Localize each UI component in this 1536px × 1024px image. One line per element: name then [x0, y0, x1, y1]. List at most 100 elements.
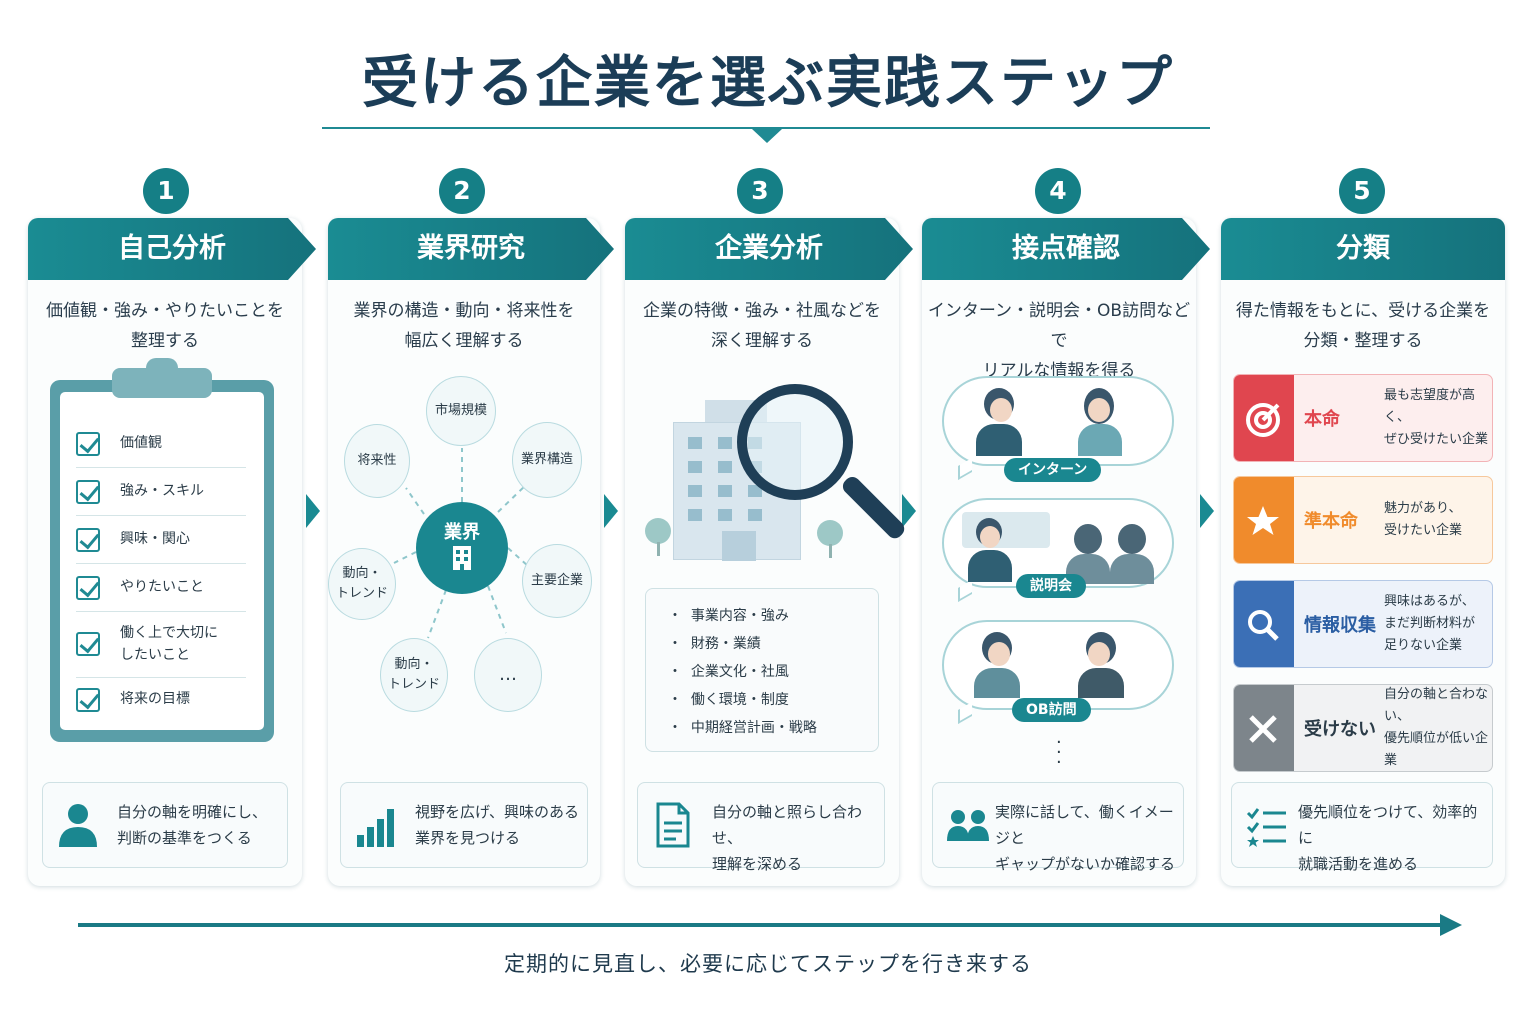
summary-line: 理解を深める [712, 855, 803, 873]
tree-icon [645, 518, 671, 544]
summary-line: 優先順位をつけて、効率的に [1298, 803, 1478, 847]
checkbox-icon [76, 432, 100, 456]
step-description: 業界の構造・動向・将来性を幅広く理解する [353, 301, 575, 351]
summary-line: 実際に話して、働くイメージと [995, 803, 1174, 847]
more-dots: ··· [1056, 732, 1062, 773]
category-description: 興味はあるが、まだ判断材料が足りない企業 [1384, 594, 1476, 653]
step-card-self-analysis: 自己分析 価値観・強み・やりたいことを整理する 価値観 強み・スキル 興味・関心… [28, 218, 302, 886]
label-ob-visit: OB訪問 [1012, 698, 1091, 722]
chevron-right-icon [306, 494, 320, 528]
step-heading: 業界研究 [328, 218, 614, 280]
step-description: 得た情報をもとに、受ける企業を分類・整理する [1235, 301, 1491, 351]
people-icon [947, 810, 989, 841]
page-title: 受ける企業を選ぶ実践ステップ [362, 51, 1174, 116]
node-more: … [474, 638, 542, 712]
close-icon [1234, 685, 1294, 771]
magnifier-handle [839, 473, 908, 542]
category-label: 情報収集 [1304, 615, 1376, 636]
checkbox-icon [76, 576, 100, 600]
step-description: 企業の特徴・強み・社風などを深く理解する [643, 301, 881, 351]
step-heading: 分類 [1221, 218, 1505, 280]
step-summary: 実際に話して、働くイメージとギャップがないか確認する [932, 782, 1184, 873]
search-icon [1234, 581, 1294, 667]
node-major-companies: 主要企業 [522, 544, 592, 618]
checklist-item: 強み・スキル [120, 483, 204, 499]
list-item: ・ 中期経営計画・戦略 [668, 720, 817, 736]
list-item: ・ 財務・業績 [668, 636, 761, 652]
bubble-tail [958, 457, 972, 481]
checkbox-icon [76, 632, 100, 656]
checklist-item: 働く上で大切にしたいこと [120, 625, 218, 663]
step-heading: 企業分析 [625, 218, 913, 280]
target-icon [1234, 375, 1294, 461]
step-card-classification: 分類 得た情報をもとに、受ける企業を分類・整理する 本命 最も志望度が高く、ぜひ… [1221, 218, 1505, 886]
building-icon [453, 546, 471, 570]
bottom-note: 定期的に見直し、必要に応じてステップを行き来する [504, 952, 1032, 976]
list-item: ・ 働く環境・制度 [668, 692, 789, 708]
summary-line: 業界を見つける [415, 829, 521, 847]
checkbox-icon [76, 480, 100, 504]
title-rule [322, 127, 1210, 129]
step-summary: 自分の軸を明確にし、判断の基準をつくる [42, 782, 288, 868]
step-heading: 自己分析 [28, 218, 316, 280]
hub-industry: 業界 [416, 502, 508, 594]
category-label: 準本命 [1304, 511, 1358, 532]
step-number-4: 4 [1035, 168, 1081, 214]
network-lines [393, 448, 529, 639]
chevron-right-icon [1200, 494, 1214, 528]
step-description: インターン・説明会・OB訪問などでリアルな情報を得る [927, 301, 1191, 381]
step-description: 価値観・強み・やりたいことを整理する [46, 301, 284, 351]
category-label: 受けない [1304, 719, 1376, 740]
step-summary: 自分の軸と照らし合わせ、理解を深める [637, 782, 885, 873]
step-summary: 優先順位をつけて、効率的に就職活動を進める [1231, 782, 1493, 873]
node-market-size: 市場規模 [426, 376, 496, 446]
category-top-choice: 本命 最も志望度が高く、ぜひ受けたい企業 [1233, 374, 1493, 462]
category-not-applying: 受けない 自分の軸と合わない、優先順位が低い企業 [1233, 684, 1493, 772]
category-description: 自分の軸と合わない、優先順位が低い企業 [1384, 687, 1489, 768]
document-icon [656, 802, 690, 848]
list-item: ・ 企業文化・社風 [668, 664, 789, 680]
bubble-tail [958, 579, 972, 603]
bubble-tail [958, 701, 972, 725]
category-label: 本命 [1304, 409, 1340, 430]
tree-icon [817, 520, 843, 546]
checkbox-icon [76, 688, 100, 712]
step-summary: 視野を広げ、興味のある業界を見つける [340, 782, 588, 868]
summary-line: ギャップがないか確認する [995, 855, 1176, 873]
checklist-item: 将来の目標 [120, 691, 190, 707]
checklist-item: 価値観 [120, 435, 162, 451]
step-card-contact-check: 接点確認 インターン・説明会・OB訪問などでリアルな情報を得る インターン 説明… [922, 218, 1196, 886]
category-second-choice: 準本命 魅力があり、受けたい企業 [1233, 476, 1493, 564]
node-trend: 動向・トレンド [380, 638, 448, 712]
analysis-list: ・ 事業内容・強み ・ 財務・業績 ・ 企業文化・社風 ・ 働く環境・制度 ・ … [645, 588, 879, 752]
person-icon [59, 804, 97, 847]
step-card-industry-research: 業界研究 業界の構造・動向・将来性を幅広く理解する 市場規模 業界構造 主要企業… [328, 218, 600, 886]
checklist-item: やりたいこと [120, 579, 204, 595]
label-briefing: 説明会 [1016, 574, 1086, 598]
node-future: 将来性 [344, 424, 410, 498]
summary-line: 視野を広げ、興味のある [415, 803, 579, 821]
title-notch [752, 129, 782, 143]
checklist-item: 興味・関心 [120, 531, 190, 547]
clip-icon [112, 368, 212, 398]
checklist-icon [1246, 808, 1286, 847]
tree-trunk [829, 544, 832, 558]
summary-line: 就職活動を進める [1298, 855, 1419, 873]
step-number-1: 1 [143, 168, 189, 214]
bar-chart-icon [357, 809, 394, 847]
step-number-5: 5 [1339, 168, 1385, 214]
step-heading: 接点確認 [922, 218, 1210, 280]
clipboard: 価値観 強み・スキル 興味・関心 やりたいこと 働く上で大切にしたいこと 将来の… [50, 380, 274, 742]
step-number-2: 2 [439, 168, 485, 214]
chevron-right-icon [604, 494, 618, 528]
summary-line: 判断の基準をつくる [117, 829, 252, 847]
cycle-arrow-line [78, 923, 1444, 927]
category-description: 最も志望度が高く、ぜひ受けたい企業 [1384, 388, 1489, 447]
node-trend: 動向・トレンド [328, 548, 396, 620]
category-description: 魅力があり、受けたい企業 [1384, 501, 1463, 538]
label-internship: インターン [1004, 458, 1102, 482]
node-industry-structure: 業界構造 [512, 422, 582, 498]
summary-line: 自分の軸と照らし合わせ、 [712, 803, 863, 847]
star-icon [1234, 477, 1294, 563]
magnifier-icon [737, 384, 853, 500]
